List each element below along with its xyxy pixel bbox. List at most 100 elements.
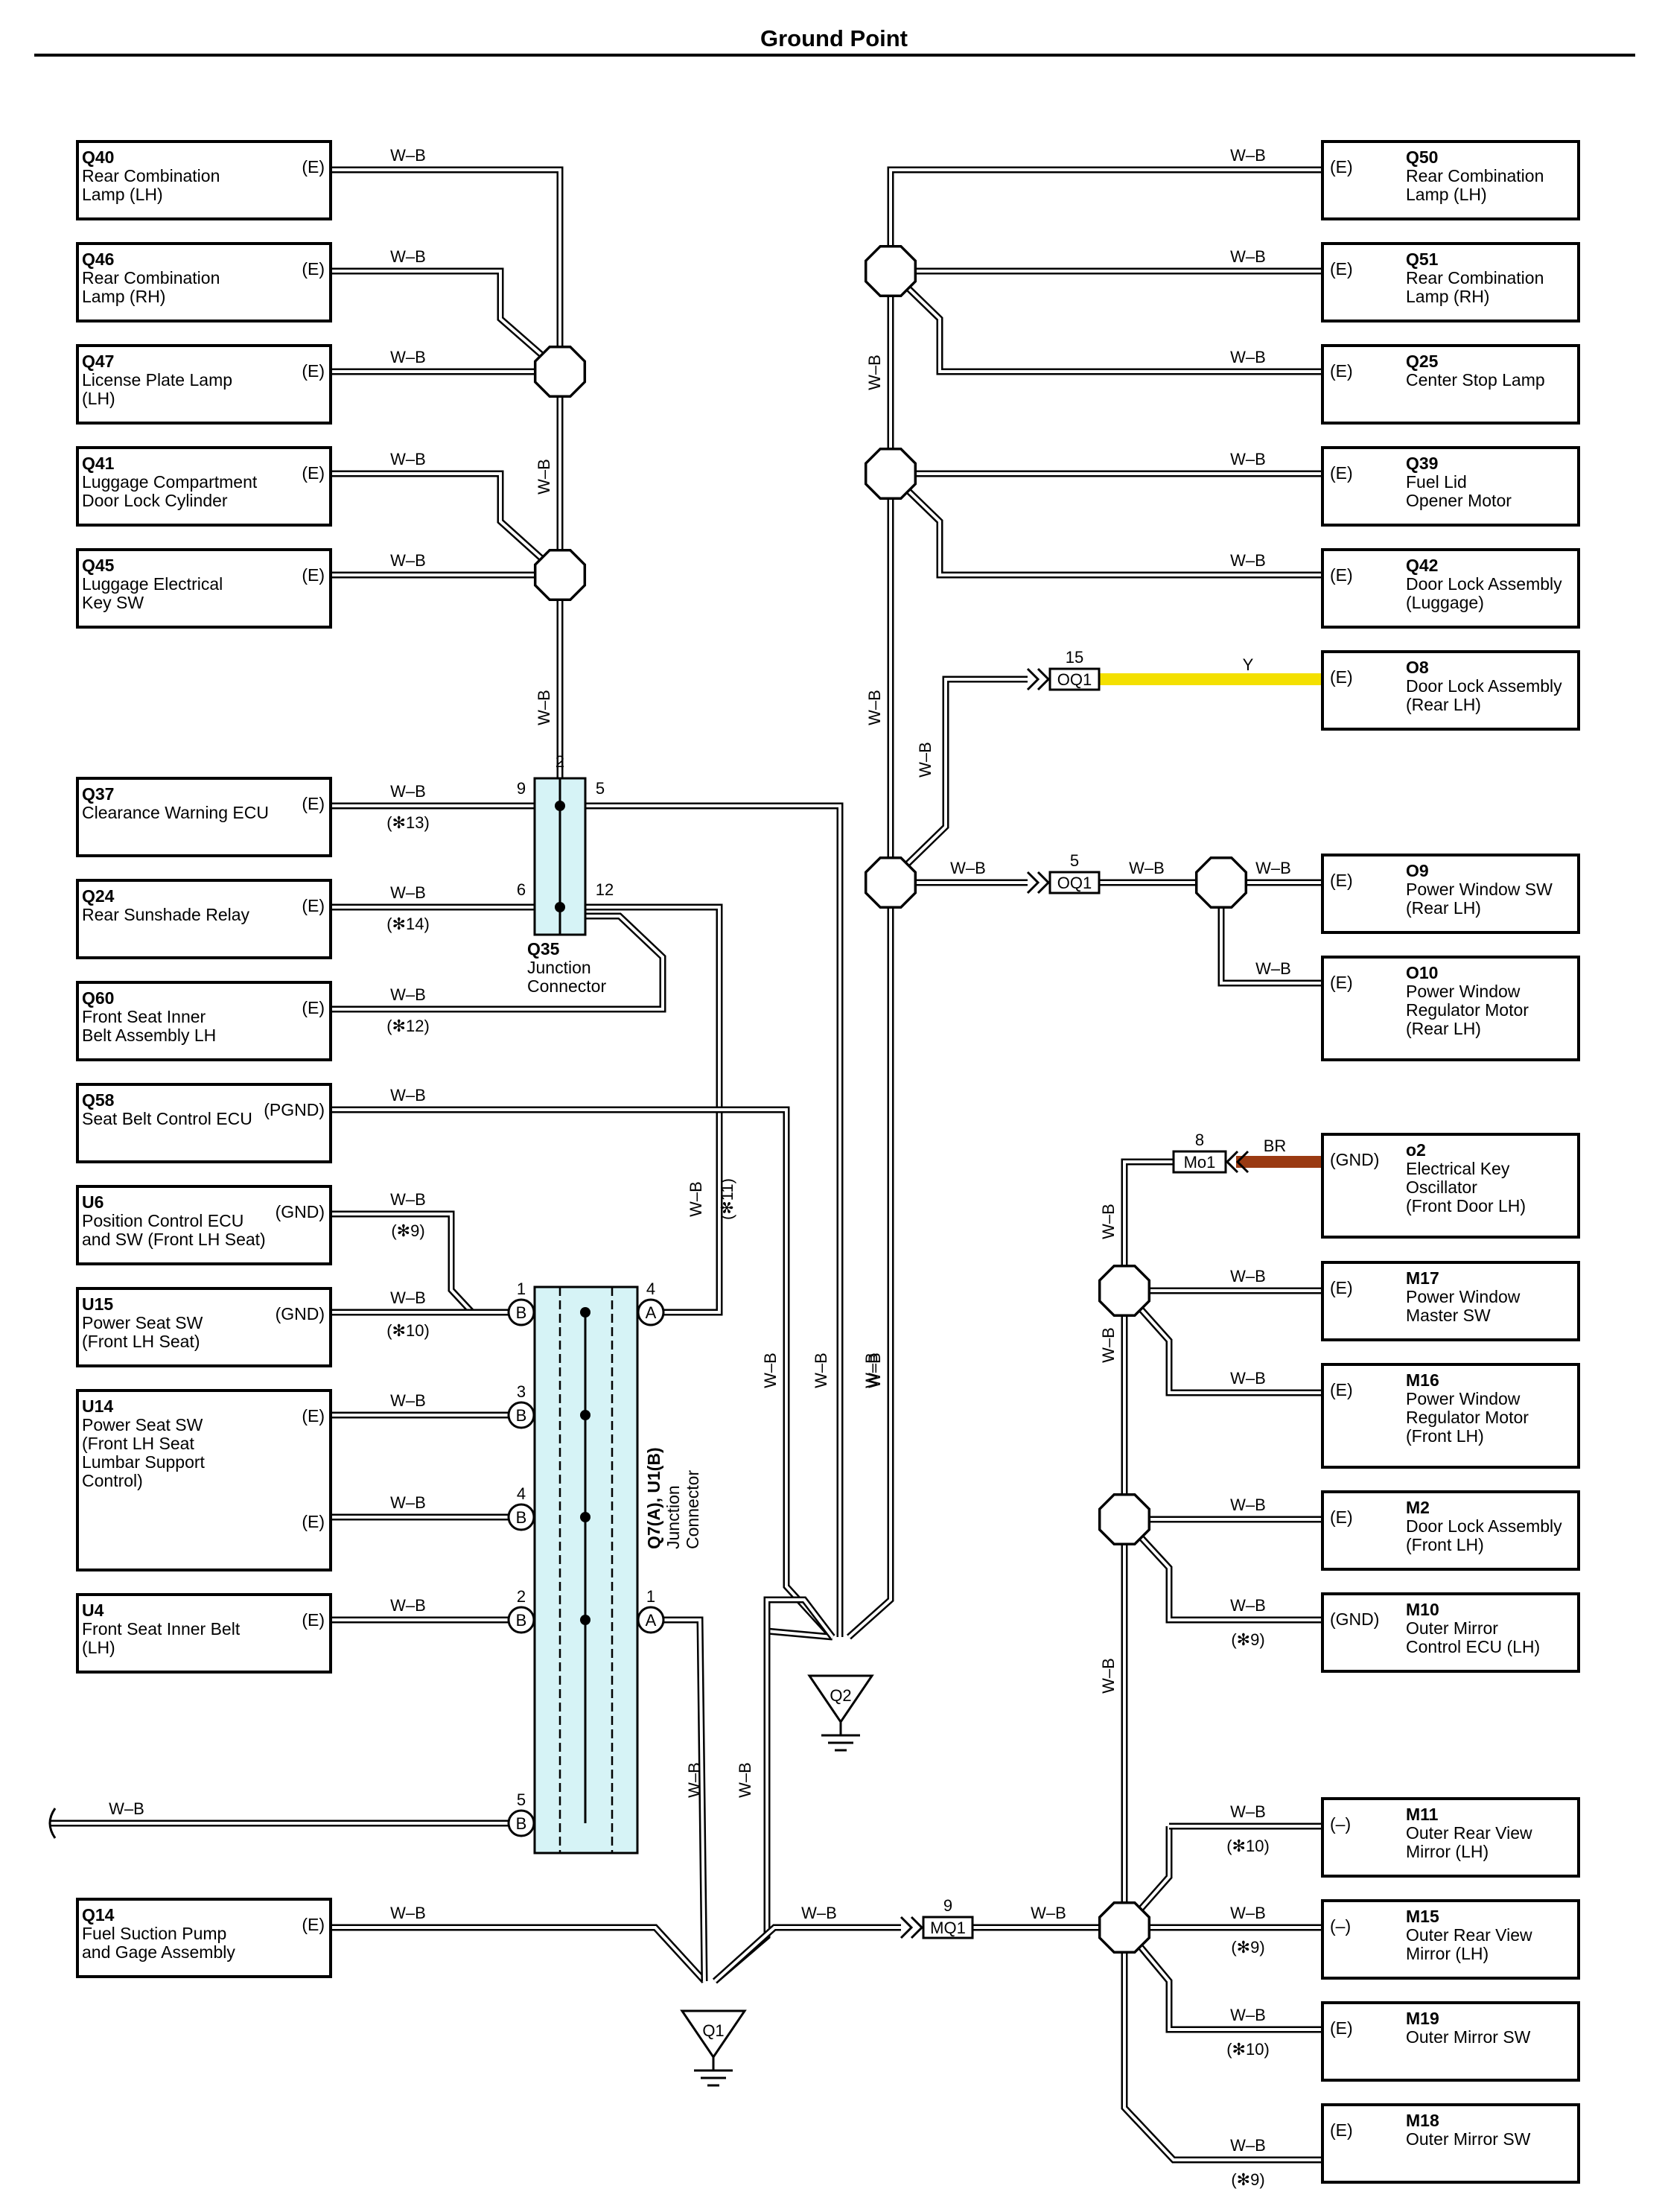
component-o2-line-2: (Front Door LH)	[1406, 1196, 1526, 1215]
component-q41-terminal: (E)	[302, 463, 325, 483]
splice-point-5	[1194, 856, 1248, 909]
component-q46-line-0: Rear Combination	[82, 268, 220, 287]
wire-sub-left-5: (✻13)	[386, 813, 430, 832]
component-q45-line-1: Key SW	[82, 593, 144, 612]
q7-left-pin-1: B3	[507, 1382, 535, 1429]
component-u14-code: U14	[82, 1396, 113, 1416]
component-q41-code: Q41	[82, 454, 115, 473]
component-o10-line-1: Regulator Motor	[1406, 1000, 1529, 1020]
component-u14-terminal: (E)	[302, 1406, 325, 1426]
component-u4-box	[76, 1593, 332, 1674]
q35-pin-9: 9	[517, 779, 526, 798]
q7-right-pin-1-circle	[637, 1606, 665, 1634]
wire-q25-core	[889, 270, 1322, 373]
wire-label-right-8: BR	[1264, 1137, 1287, 1155]
component-q24-terminal: (E)	[302, 896, 325, 915]
wire-q1-mq1-core	[713, 1926, 901, 1983]
wire-label-right-10: W–B	[1230, 1369, 1266, 1388]
vlabel-star11: (✻11)	[718, 1178, 736, 1220]
wire-label-left-stub: W–B	[109, 1799, 144, 1818]
component-q24-line-0: Rear Sunshade Relay	[82, 905, 250, 924]
component-q24-code: Q24	[82, 886, 115, 906]
mo1-arrow	[1225, 1150, 1249, 1174]
splice-point-7	[1098, 1493, 1151, 1546]
component-q37-box	[76, 777, 332, 857]
connector-mq1-pin: 9	[943, 1896, 952, 1915]
wire-label-right-14: W–B	[1230, 1904, 1266, 1922]
wire-q60	[331, 912, 666, 1013]
component-u14-line-3: Control)	[82, 1471, 143, 1490]
wire-q50-trunk-core	[847, 168, 1322, 1639]
component-m11-code: M11	[1406, 1805, 1439, 1824]
component-q25-box	[1321, 344, 1580, 425]
splice-point-8	[1098, 1901, 1151, 1954]
wire-q41	[331, 470, 563, 578]
connector-oq1-15-box	[1048, 667, 1101, 691]
wire-sub-left-9: (✻9)	[391, 1221, 424, 1240]
component-m16-line-2: (Front LH)	[1406, 1426, 1484, 1446]
component-m10-terminal: (GND)	[1330, 1609, 1379, 1629]
component-u6-terminal: (GND)	[276, 1202, 325, 1221]
q7-left-pin-0: B1	[507, 1280, 535, 1326]
component-o2-line-0: Electrical Key	[1406, 1159, 1510, 1178]
oq1-15-arrow	[1026, 667, 1051, 691]
ground-q2-triangle	[807, 1674, 874, 1724]
component-q51-code: Q51	[1406, 250, 1439, 269]
wire-sub-left-10: (✻10)	[386, 1321, 430, 1340]
component-q40-terminal: (E)	[302, 157, 325, 177]
wire-sub-right-16: (✻9)	[1231, 2170, 1264, 2189]
component-m11-box	[1321, 1797, 1580, 1878]
vlabel-q7-pin1: W–B	[685, 1762, 704, 1798]
component-m2-box	[1321, 1490, 1580, 1571]
q7-left-pin-2: B4	[507, 1484, 535, 1531]
q7-right-pin-1-num: 1	[646, 1587, 655, 1606]
splice-point-2	[864, 244, 917, 298]
component-m10-line-1: Control ECU (LH)	[1406, 1637, 1540, 1656]
wire-label-left-10: W–B	[390, 1288, 426, 1307]
vlabel-q58: W–B	[761, 1353, 780, 1388]
component-o10-box	[1321, 956, 1580, 1061]
component-m11-terminal: (–)	[1330, 1814, 1351, 1834]
wire-q41-core	[331, 472, 561, 576]
q7-label-line2: Junction	[663, 1485, 683, 1549]
component-q47-terminal: (E)	[302, 361, 325, 381]
component-o8-line-1: (Rear LH)	[1406, 695, 1481, 714]
component-u14-line-1: (Front LH Seat	[82, 1434, 194, 1453]
wire-break-mark	[48, 1808, 57, 1839]
wire-label-left-13: W–B	[390, 1904, 426, 1922]
component-m11-line-1: Mirror (LH)	[1406, 1842, 1489, 1861]
vlabel-left-trunk-1: W–B	[535, 459, 553, 495]
wire-q1-q2-link	[713, 1596, 835, 1984]
vlabel-oq1-15: W–B	[916, 742, 935, 778]
component-u14-terminal-2: (E)	[302, 1512, 325, 1531]
component-q47-code: Q47	[82, 352, 114, 371]
connector-oq1-5-label: OQ1	[1057, 874, 1092, 892]
wire-label-right-9: W–B	[1230, 1267, 1266, 1285]
q7-left-pin-3-circle	[507, 1606, 535, 1634]
component-q45-box	[76, 548, 332, 629]
q35-pin-top: 2	[555, 752, 564, 771]
component-m18-terminal: (E)	[1330, 2120, 1353, 2140]
component-q41-line-0: Luggage Compartment	[82, 472, 258, 492]
component-u14-line-0: Power Seat SW	[82, 1415, 203, 1434]
wire-m19	[1121, 1925, 1322, 2033]
wire-network: W–BW–BW–BW–BW–BW–B(✻13)W–B(✻14)W–B(✻12)W…	[48, 146, 1322, 2189]
component-q25-code: Q25	[1406, 352, 1439, 371]
q7-left-pin-3-num: 2	[517, 1587, 526, 1606]
q7-left-pin-0-letter: B	[516, 1303, 527, 1322]
wire-q42-core	[889, 472, 1322, 576]
wire-q60-core	[331, 915, 664, 1011]
ground-q2: Q2	[807, 1674, 874, 1752]
component-m15-code: M15	[1406, 1907, 1439, 1926]
component-m15-line-0: Outer Rear View	[1406, 1925, 1532, 1945]
